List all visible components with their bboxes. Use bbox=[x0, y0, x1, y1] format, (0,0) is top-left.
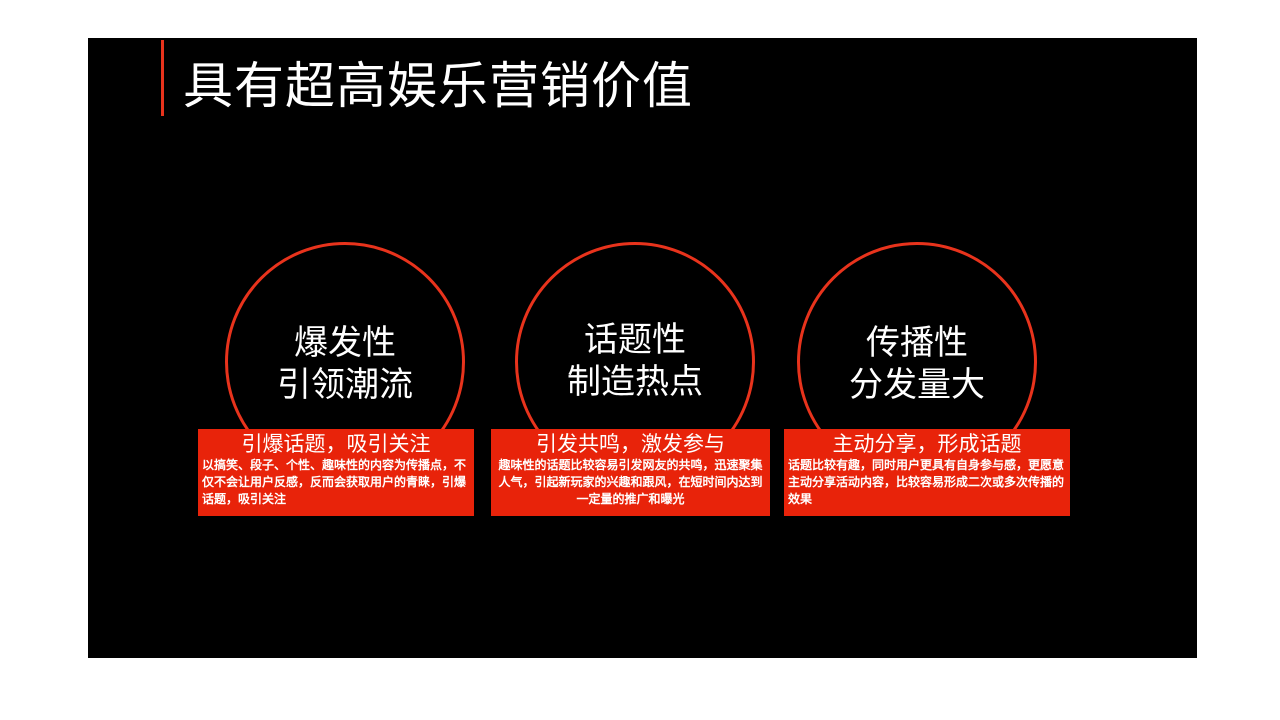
circle-spread-line1: 传播性 bbox=[866, 323, 968, 363]
circle-explosive-line1: 爆发性 bbox=[294, 323, 396, 363]
card-spread-body: 话题比较有趣，同时用户更具有自身参与感，更愿意主动分享活动内容，比较容易形成二次… bbox=[788, 458, 1065, 506]
card-explosive-heading: 引爆话题，吸引关注 bbox=[241, 432, 431, 456]
circle-spread-line2: 分发量大 bbox=[849, 365, 985, 405]
title-accent-bar bbox=[161, 40, 164, 116]
circle-explosive-line2: 引领潮流 bbox=[277, 365, 413, 405]
circle-explosive-text: 爆发性 引领潮流 bbox=[225, 322, 465, 406]
card-spread: 主动分享，形成话题 话题比较有趣，同时用户更具有自身参与感，更愿意主动分享活动内… bbox=[784, 429, 1070, 516]
card-spread-heading: 主动分享，形成话题 bbox=[832, 432, 1022, 456]
circle-topical-text: 话题性 制造热点 bbox=[515, 319, 755, 403]
circle-spread-text: 传播性 分发量大 bbox=[797, 322, 1037, 406]
card-explosive: 引爆话题，吸引关注 以搞笑、段子、个性、趣味性的内容为传播点，不仅不会让用户反感… bbox=[198, 429, 474, 516]
card-topical: 引发共鸣，激发参与 趣味性的话题比较容易引发网友的共鸣，迅速聚集人气，引起新玩家… bbox=[491, 429, 770, 516]
card-topical-body: 趣味性的话题比较容易引发网友的共鸣，迅速聚集人气，引起新玩家的兴趣和跟风，在短时… bbox=[498, 458, 763, 506]
circle-topical-line1: 话题性 bbox=[584, 320, 686, 360]
slide-title: 具有超高娱乐营销价值 bbox=[183, 57, 693, 115]
circle-topical-line2: 制造热点 bbox=[567, 362, 703, 402]
slide: 具有超高娱乐营销价值 爆发性 引领潮流 引爆话题，吸引关注 以搞笑、段子、个性、… bbox=[88, 38, 1197, 658]
card-topical-heading: 引发共鸣，激发参与 bbox=[536, 432, 725, 456]
card-explosive-body: 以搞笑、段子、个性、趣味性的内容为传播点，不仅不会让用户反感，反而会获取用户的青… bbox=[202, 458, 467, 506]
